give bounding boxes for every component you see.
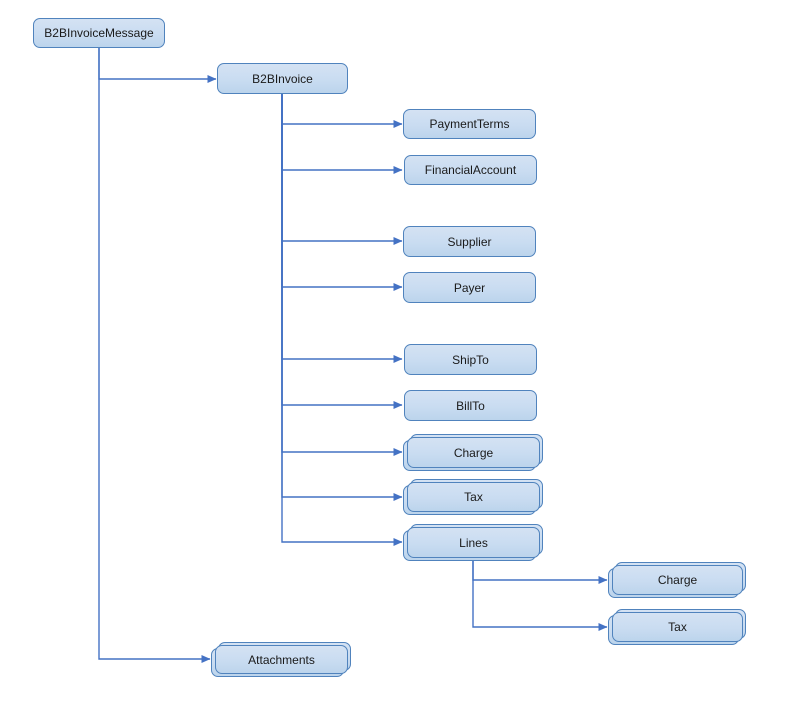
node-box	[403, 272, 536, 303]
node-box	[404, 155, 537, 185]
node-label: PaymentTerms	[429, 117, 510, 131]
node-box	[404, 344, 537, 375]
connector-lines-to-charge	[472, 558, 608, 584]
node-label: Charge	[657, 573, 698, 587]
node-label: BillTo	[456, 398, 485, 413]
node-lines-charge[interactable]: Charge	[608, 562, 746, 598]
connector-invoice-to-paymentterms	[281, 94, 403, 128]
node-box	[403, 226, 536, 257]
node-label: FinancialAccount	[424, 163, 517, 177]
connector-lines-to-tax	[472, 558, 608, 631]
node-box	[612, 565, 743, 595]
node-label: B2BInvoiceMessage	[44, 26, 154, 40]
connector-invoice-to-shipto	[281, 94, 403, 363]
node-box	[33, 18, 165, 48]
node-shipto[interactable]: ShipTo	[404, 344, 537, 375]
node-payer[interactable]: Payer	[403, 272, 536, 303]
node-label: Lines	[459, 535, 488, 550]
node-lines[interactable]: Lines	[403, 524, 543, 561]
node-label: Attachments	[248, 652, 315, 667]
node-tax[interactable]: Tax	[403, 479, 543, 515]
node-financialaccount[interactable]: FinancialAccount	[404, 155, 537, 185]
node-box	[407, 527, 540, 558]
connector-invoice-to-supplier	[281, 94, 403, 245]
connector-invoice-to-payer	[281, 94, 403, 291]
connector-invoice-to-lines	[281, 94, 403, 546]
node-box	[612, 612, 743, 642]
node-label: Charge	[453, 445, 494, 460]
node-label: ShipTo	[452, 352, 489, 367]
connector-message-to-attachments	[98, 48, 211, 663]
connector-invoice-to-charge	[281, 94, 403, 456]
connector-invoice-to-financialaccount	[281, 94, 403, 174]
node-paymentterms[interactable]: PaymentTerms	[403, 109, 536, 139]
connector-message-to-invoice	[98, 48, 217, 83]
node-box	[217, 63, 348, 94]
node-b2binvoice[interactable]: B2BInvoice	[217, 63, 348, 94]
node-label: B2BInvoice	[252, 71, 313, 86]
node-box	[407, 437, 540, 468]
node-label: Tax	[464, 490, 483, 504]
node-b2binvoicemessage[interactable]: B2BInvoiceMessage	[33, 18, 165, 48]
node-box	[403, 109, 536, 139]
node-lines-tax[interactable]: Tax	[608, 609, 746, 645]
node-supplier[interactable]: Supplier	[403, 226, 536, 257]
connector-invoice-to-tax	[281, 94, 403, 501]
node-charge[interactable]: Charge	[403, 434, 543, 471]
node-box	[215, 645, 348, 674]
node-label: Supplier	[447, 234, 492, 249]
node-label: Tax	[668, 620, 687, 634]
node-box	[407, 482, 540, 512]
node-label: Payer	[453, 280, 486, 295]
node-billto[interactable]: BillTo	[404, 390, 537, 421]
node-attachments[interactable]: Attachments	[211, 642, 351, 677]
node-box	[404, 390, 537, 421]
